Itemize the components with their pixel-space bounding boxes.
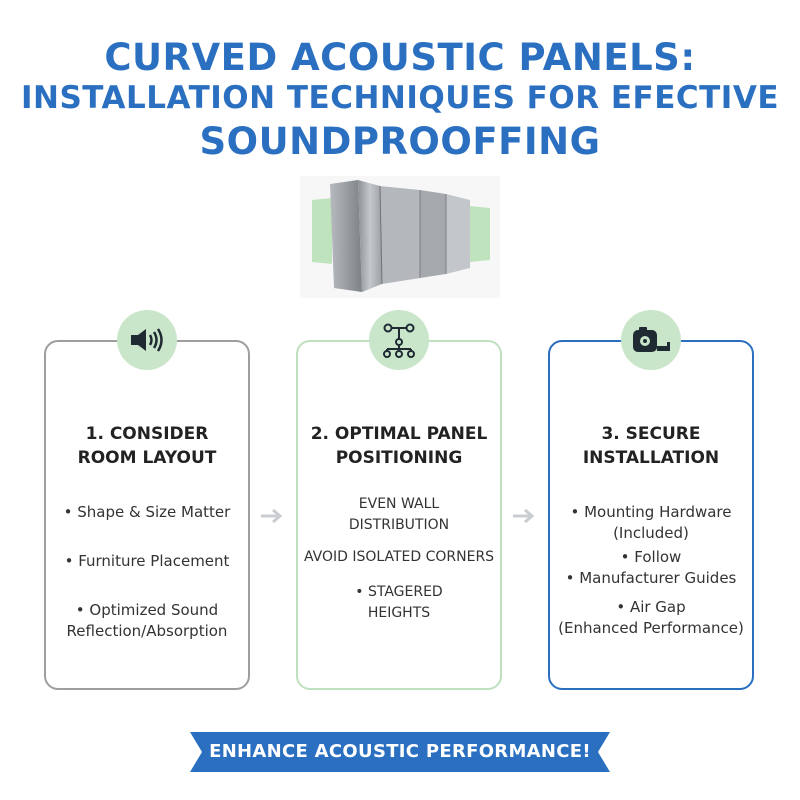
list-item: (Enhanced Performance) <box>558 619 744 637</box>
card-title-line: 3. SECURE <box>601 424 701 444</box>
tape-measure-icon <box>621 310 681 370</box>
card-title-line: 1. CONSIDER <box>85 424 209 444</box>
card-title-line: INSTALLATION <box>582 448 720 468</box>
card-title: 3. SECURE INSTALLATION <box>550 422 752 470</box>
card-items: • Shape & Size Matter • Furniture Placem… <box>46 502 248 642</box>
title-line-3: SOUNDPROOFFING <box>199 120 601 163</box>
list-item: • STAGERED <box>355 584 443 600</box>
list-item: • Mounting Hardware <box>570 503 732 521</box>
list-item: • Air Gap <box>616 598 686 616</box>
card-title-line: 2. OPTIMAL PANEL <box>310 424 488 444</box>
list-item: • Manufacturer Guides <box>565 569 737 587</box>
card-title: 2. OPTIMAL PANEL POSITIONING <box>298 422 500 470</box>
ribbon-shape <box>190 732 610 772</box>
arrow-right-icon <box>261 508 283 524</box>
list-item: (Included) <box>613 524 689 542</box>
card-panel-positioning: 2. OPTIMAL PANEL POSITIONING EVEN WALL D… <box>296 340 502 690</box>
arrow-right-icon <box>513 508 535 524</box>
card-items: • Mounting Hardware (Included) • Follow … <box>550 502 752 639</box>
list-item: • Optimized Sound <box>75 601 219 619</box>
list-item: DISTRIBUTION <box>348 517 450 533</box>
list-item: EVEN WALL <box>358 496 440 512</box>
list-item: • Shape & Size Matter <box>63 503 231 521</box>
list-item: • Follow <box>620 548 682 566</box>
curved-panel-illustration <box>300 176 500 298</box>
speaker-icon <box>117 310 177 370</box>
list-item: • Furniture Placement <box>64 552 230 570</box>
list-item: Reflection/Absorption <box>66 622 228 640</box>
card-title: 1. CONSIDER ROOM LAYOUT <box>46 422 248 470</box>
card-title-line: ROOM LAYOUT <box>77 448 217 468</box>
card-items: EVEN WALL DISTRIBUTION AVOID ISOLATED CO… <box>298 494 500 624</box>
card-room-layout: 1. CONSIDER ROOM LAYOUT • Shape & Size M… <box>44 340 250 690</box>
banner-text: ENHANCE ACOUSTIC PERFORMANCE! <box>209 741 591 762</box>
title-line-1: CURVED ACOUSTIC PANELS: <box>104 36 696 79</box>
cta-banner: ENHANCE ACOUSTIC PERFORMANCE! <box>190 732 610 772</box>
card-title-line: POSITIONING <box>335 448 463 468</box>
card-secure-installation: 3. SECURE INSTALLATION • Mounting Hardwa… <box>548 340 754 690</box>
list-item: HEIGHTS <box>367 605 431 621</box>
list-item: AVOID ISOLATED CORNERS <box>303 549 495 565</box>
title-line-2: INSTALLATION TECHNIQUES FOR EFECTIVE <box>20 80 780 116</box>
hierarchy-icon <box>369 310 429 370</box>
